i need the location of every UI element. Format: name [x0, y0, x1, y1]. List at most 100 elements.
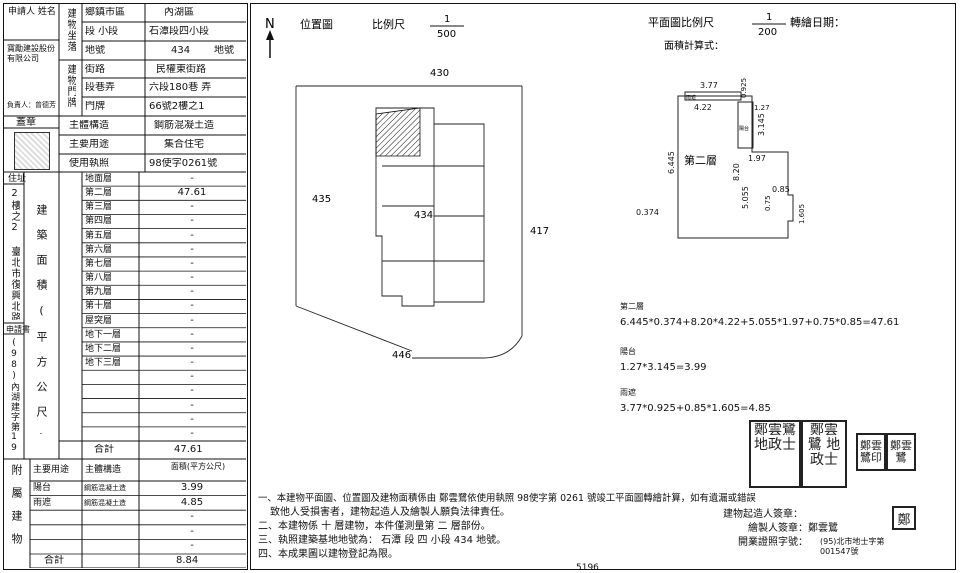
att-total-value: 8.84 [176, 555, 199, 566]
survey-note: 二、本建物係 十 層建物，本件僅測量第 二 層部份。 [258, 521, 491, 532]
builder-signature-label: 建物起造人簽章： [723, 509, 803, 520]
floor-area-value: - [190, 286, 194, 298]
drafter-seal-text: 鄭 [897, 512, 911, 528]
att-use-header: 主要用途 [33, 465, 70, 475]
small-seal-stamp-1: 鄭雲 鷺印 [856, 433, 886, 471]
floor-label: 第八層 [85, 273, 113, 284]
floor-area-value: - [190, 229, 194, 241]
att-area: - [190, 525, 194, 537]
lot-446: 446 [392, 350, 411, 361]
dim-5-055: 5.055 [741, 186, 750, 209]
lane-header: 段巷弄 [85, 82, 115, 93]
big-seal-stamp-right: 鄭雲鷺 地政士 [801, 420, 847, 488]
floor-area-value: - [190, 427, 194, 439]
location-scale-den: 500 [437, 29, 456, 40]
drawing-frame [250, 3, 956, 570]
dim-6-445: 6.445 [667, 151, 676, 174]
floor-label: 第四層 [85, 216, 113, 227]
door-no-value: 66號2樓之1 [149, 101, 205, 112]
att-area: 4.85 [180, 496, 204, 508]
lot-unit: 地號 [214, 45, 234, 56]
responsible-person: 負責人：曾德芳 [7, 101, 56, 109]
address-header: 住址 [8, 174, 27, 184]
license-number: (95)北市地士字第001547號 [820, 537, 885, 556]
floor-label: 屋突層 [85, 315, 113, 326]
applicant-name: 寶勵建設股份有限公司 [7, 44, 55, 63]
street-value: 民權東街路 [156, 64, 206, 75]
use-value: 集合住宅 [164, 139, 204, 150]
district-value: 內湖區 [164, 7, 194, 18]
structure-value: 鋼筋混凝土造 [154, 120, 214, 131]
survey-note: 致他人受損害者，建物起造人及繪製人願負法律責任。 [270, 507, 510, 518]
license-value: 98使字0261號 [149, 158, 218, 169]
survey-note: 四、本成果圖以建物登記為限。 [258, 549, 398, 560]
plan-scale-den: 200 [758, 27, 777, 38]
dim-3-77: 3.77 [700, 81, 718, 90]
street-header: 街路 [85, 64, 105, 75]
big-seal-text-right: 鄭雲鷺 地政士 [807, 423, 841, 468]
floor-area-value: - [190, 300, 194, 312]
calc-formula: 3.77*0.925+0.85*1.605=4.85 [620, 403, 771, 414]
att-use: 雨遮 [33, 497, 52, 508]
applicant-header: 申請人 姓名 [8, 7, 56, 17]
footer-number: 5196 [576, 563, 599, 573]
floor-area-value: - [190, 215, 194, 227]
floor-label: 地面層 [85, 174, 113, 184]
location-map: N 位置圖 比例尺 1 500 430 435 [265, 14, 549, 361]
floor-label: 第五層 [85, 230, 113, 241]
license-label: 開業證照字號： [738, 537, 808, 548]
small-seal-stamp-2: 鄭雲 鷺 [886, 433, 916, 471]
survey-note: 三、執照建築基地地號為： 石潭 段 四 小段 434 地號。 [258, 535, 507, 546]
lot-434: 434 [414, 210, 433, 221]
dim-0-374: 0.374 [636, 208, 659, 217]
total-label: 合計 [94, 444, 114, 455]
lot-417: 417 [530, 226, 549, 237]
floor-area-value: 47.61 [177, 187, 207, 199]
location-header: 建物坐落 [65, 8, 76, 52]
drafter-seal: 鄭 [892, 506, 916, 530]
dim-1-97: 1.97 [748, 154, 766, 163]
door-header: 建物門牌 [65, 64, 76, 108]
location-map-title: 位置圖 [300, 17, 333, 31]
license-header: 使用執照 [69, 158, 109, 169]
section-header: 段 小段 [85, 26, 119, 37]
area-calc-label: 面積計算式： [664, 39, 724, 52]
floor-label: 第七層 [85, 258, 113, 269]
table-grid [4, 4, 246, 568]
dim-0-75: 0.75 [764, 195, 772, 211]
small-seal-text-1: 鄭雲 鷺印 [860, 439, 882, 464]
plan-rain-label: 雨遮 [686, 94, 696, 101]
transfer-date-label: 轉繪日期： [790, 15, 845, 29]
big-seal-stamp: 鄭雲鷺 地政士 [749, 420, 801, 488]
floor-area-value: - [190, 413, 194, 425]
dim-1-605: 1.605 [798, 204, 806, 224]
floor-area-value: - [190, 173, 194, 184]
floor-label: 第十層 [85, 301, 113, 312]
floor-area-value: - [190, 399, 194, 411]
area-group-label: 建築面積(平方公尺) [35, 204, 47, 434]
dim-0-925: 0.925 [740, 78, 748, 98]
floor-area-value: - [190, 314, 194, 326]
section-value: 石潭段四小段 [149, 26, 209, 37]
floor-area-value: - [190, 371, 194, 383]
floor-area-value: - [190, 357, 194, 369]
application-header: 申請書 [6, 325, 30, 334]
lot-435: 435 [312, 194, 331, 205]
att-area: 3.99 [180, 482, 204, 493]
floor-label: 第六層 [85, 244, 113, 255]
att-area: - [190, 511, 194, 523]
calc-label: 第二層 [620, 302, 644, 311]
location-scale-label: 比例尺 [372, 17, 405, 31]
use-header: 主要用途 [69, 139, 109, 150]
small-seal-text-2: 鄭雲 鷺 [890, 439, 912, 464]
att-structure-header: 主體構造 [85, 465, 122, 475]
dim-4-22: 4.22 [694, 103, 712, 112]
dim-3-145: 3.145 [757, 113, 766, 136]
att-area: - [190, 540, 194, 552]
att-total-label: 合計 [44, 555, 64, 566]
dim-8-20: 8.20 [732, 163, 741, 181]
lot-header: 地號 [85, 45, 105, 56]
drafter-signature-label: 繪製人簽章：鄭雲鷺 [748, 523, 838, 534]
attached-label: 附屬建物 [10, 464, 22, 556]
